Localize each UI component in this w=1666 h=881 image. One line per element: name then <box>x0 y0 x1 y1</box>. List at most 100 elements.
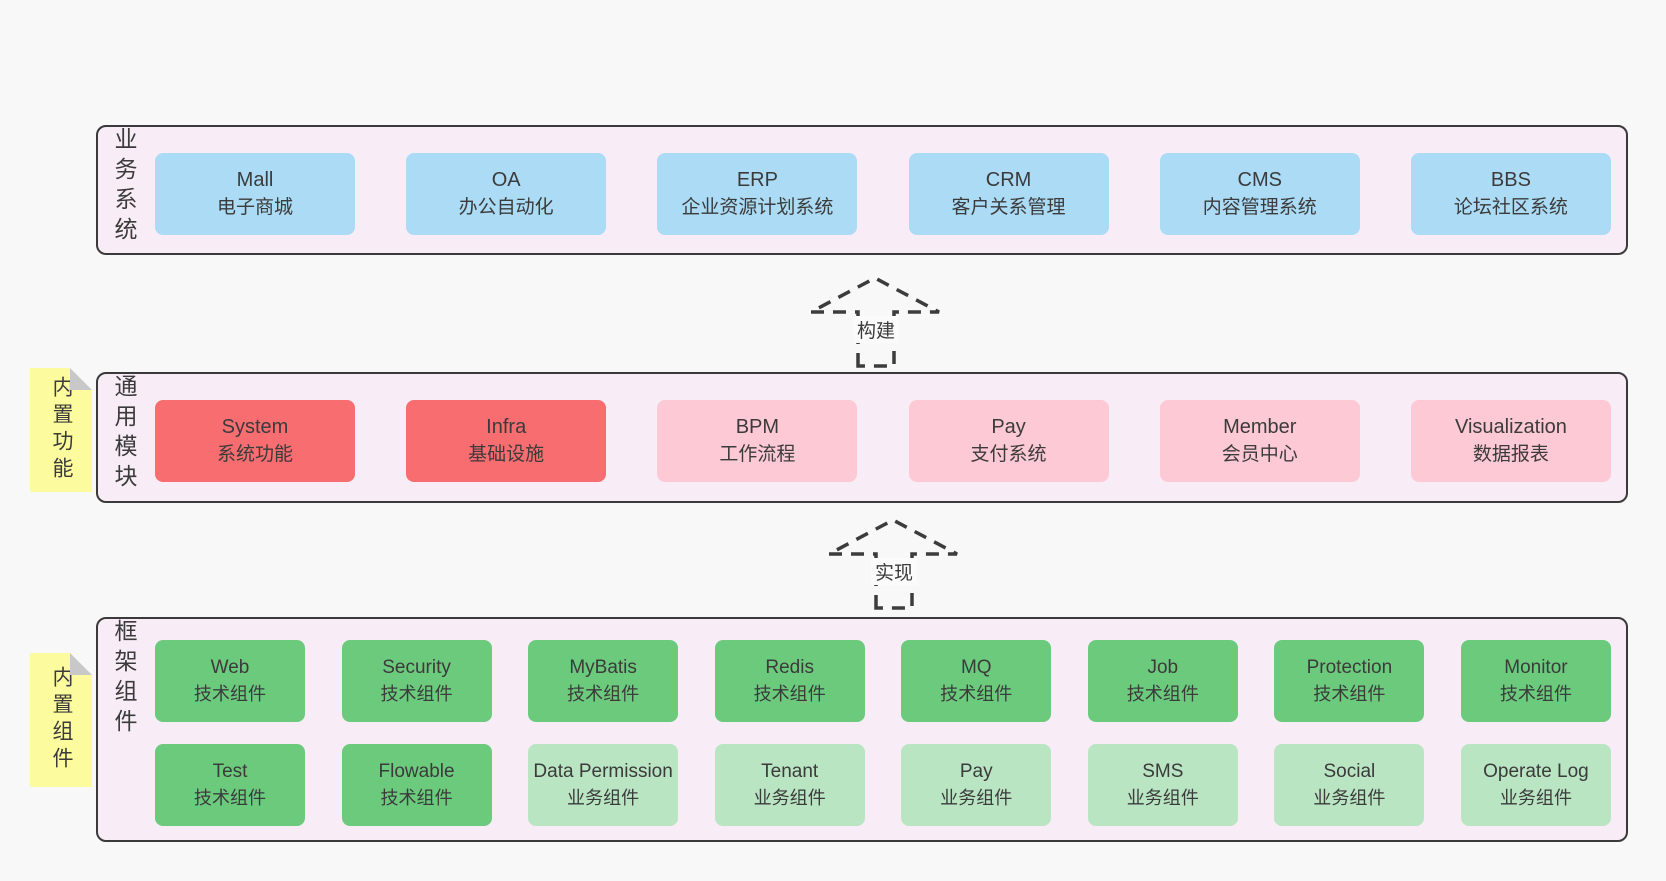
card-title: Test <box>212 760 248 782</box>
card-subtitle: 业务组件 <box>567 787 640 808</box>
band-business-systems: 业务系统 Mall 电子商城 OA 办公自动化 ERP 企业资源计划系统 CRM… <box>96 125 1628 255</box>
card-data-permission: Data Permission 业务组件 <box>528 744 679 826</box>
card-system: System 系统功能 <box>155 400 355 482</box>
card-subtitle: 会员中心 <box>1221 443 1298 465</box>
card-subtitle: 支付系统 <box>970 443 1047 465</box>
dashed-up-arrow-icon <box>828 518 958 610</box>
card-title: Operate Log <box>1483 760 1589 782</box>
card-title: Data Permission <box>533 760 673 782</box>
framework-cards-row-1: Web 技术组件 Security 技术组件 MyBatis 技术组件 Redi… <box>155 640 1611 722</box>
card-web: Web 技术组件 <box>155 640 305 722</box>
sticky-note-text: 内置功能 <box>50 376 73 484</box>
card-infra: Infra 基础设施 <box>406 400 607 482</box>
card-subtitle: 业务组件 <box>1313 787 1386 808</box>
implement-arrow-label: 实现 <box>870 558 918 585</box>
card-title: Redis <box>765 656 814 678</box>
card-title: CRM <box>985 169 1032 192</box>
card-subtitle: 论坛社区系统 <box>1453 196 1568 218</box>
card-title: Visualization <box>1454 416 1567 439</box>
card-subtitle: 技术组件 <box>1499 683 1572 704</box>
card-subtitle: 业务组件 <box>753 787 826 808</box>
card-title: MQ <box>960 656 992 678</box>
card-subtitle: 业务组件 <box>1499 787 1572 808</box>
card-subtitle: 技术组件 <box>1313 683 1386 704</box>
card-title: Infra <box>486 416 527 439</box>
card-subtitle: 企业资源计划系统 <box>681 196 834 218</box>
card-bpm: BPM 工作流程 <box>657 400 858 482</box>
card-pay: Pay 支付系统 <box>908 400 1109 482</box>
card-subtitle: 内容管理系统 <box>1202 196 1317 218</box>
card-operate-log: Operate Log 业务组件 <box>1460 744 1611 826</box>
card-title: MyBatis <box>569 656 637 678</box>
card-protection: Protection 技术组件 <box>1274 640 1425 722</box>
module-cards-row: System 系统功能 Infra 基础设施 BPM 工作流程 Pay 支付系统… <box>155 400 1611 482</box>
card-subtitle: 技术组件 <box>380 787 453 808</box>
card-subtitle: 数据报表 <box>1472 443 1549 465</box>
card-subtitle: 电子商城 <box>216 196 293 218</box>
card-subtitle: 技术组件 <box>380 683 453 704</box>
card-subtitle: 技术组件 <box>1126 683 1199 704</box>
sticky-note-built-in-components: 内置组件 <box>30 653 92 787</box>
band-common-modules: 通用模块 System 系统功能 Infra 基础设施 BPM 工作流程 Pay… <box>96 372 1628 503</box>
card-title: Protection <box>1306 656 1393 678</box>
card-subtitle: 业务组件 <box>1126 787 1199 808</box>
card-subtitle: 基础设施 <box>468 443 545 465</box>
card-title: Web <box>210 656 250 678</box>
card-crm: CRM 客户关系管理 <box>908 153 1109 235</box>
card-subtitle: 技术组件 <box>567 683 640 704</box>
card-erp: ERP 企业资源计划系统 <box>657 153 858 235</box>
card-flowable: Flowable 技术组件 <box>341 744 492 826</box>
card-title: BBS <box>1490 169 1531 192</box>
card-pay-business: Pay 业务组件 <box>901 744 1052 826</box>
card-member: Member 会员中心 <box>1159 400 1360 482</box>
card-title: Flowable <box>378 760 455 782</box>
card-oa: OA 办公自动化 <box>406 153 607 235</box>
card-title: OA <box>491 169 521 192</box>
card-social: Social 业务组件 <box>1274 744 1425 826</box>
card-subtitle: 系统功能 <box>216 443 293 465</box>
card-title: Pay <box>991 416 1026 439</box>
band-label-business-systems: 业务系统 <box>111 127 137 247</box>
card-title: CMS <box>1237 169 1282 192</box>
card-title: Social <box>1323 760 1376 782</box>
card-title: BPM <box>735 416 780 439</box>
card-mall: Mall 电子商城 <box>155 153 355 235</box>
card-subtitle: 技术组件 <box>753 683 826 704</box>
card-title: Pay <box>959 760 993 782</box>
card-subtitle: 技术组件 <box>193 787 267 808</box>
card-subtitle: 技术组件 <box>940 683 1013 704</box>
card-security: Security 技术组件 <box>341 640 492 722</box>
card-mybatis: MyBatis 技术组件 <box>528 640 679 722</box>
card-visualization: Visualization 数据报表 <box>1410 400 1611 482</box>
card-title: SMS <box>1142 760 1184 782</box>
card-monitor: Monitor 技术组件 <box>1460 640 1611 722</box>
sticky-note-built-in-features: 内置功能 <box>30 368 92 492</box>
card-subtitle: 客户关系管理 <box>951 196 1066 218</box>
card-title: Job <box>1147 656 1179 678</box>
card-mq: MQ 技术组件 <box>901 640 1052 722</box>
card-redis: Redis 技术组件 <box>714 640 865 722</box>
card-test: Test 技术组件 <box>155 744 305 826</box>
card-subtitle: 办公自动化 <box>458 196 554 218</box>
card-title: Monitor <box>1504 656 1568 678</box>
band-label-common-modules: 通用模块 <box>111 374 137 494</box>
card-tenant: Tenant 业务组件 <box>714 744 865 826</box>
card-subtitle: 业务组件 <box>940 787 1013 808</box>
card-job: Job 技术组件 <box>1087 640 1238 722</box>
card-subtitle: 技术组件 <box>193 683 267 704</box>
card-title: ERP <box>736 169 778 192</box>
card-title: Mall <box>236 169 274 192</box>
card-subtitle: 工作流程 <box>719 443 796 465</box>
card-title: Tenant <box>761 760 819 782</box>
sticky-note-text: 内置组件 <box>50 666 73 774</box>
framework-cards-row-2: Test 技术组件 Flowable 技术组件 Data Permission … <box>155 744 1611 826</box>
implement-arrow: 实现 <box>824 514 964 614</box>
card-bbs: BBS 论坛社区系统 <box>1410 153 1611 235</box>
card-cms: CMS 内容管理系统 <box>1159 153 1360 235</box>
business-cards-row: Mall 电子商城 OA 办公自动化 ERP 企业资源计划系统 CRM 客户关系… <box>155 153 1611 235</box>
card-sms: SMS 业务组件 <box>1087 744 1238 826</box>
card-title: Security <box>382 656 451 678</box>
card-title: Member <box>1223 416 1297 439</box>
build-arrow-label: 构建 <box>852 316 900 343</box>
dashed-up-arrow-icon <box>810 276 940 368</box>
